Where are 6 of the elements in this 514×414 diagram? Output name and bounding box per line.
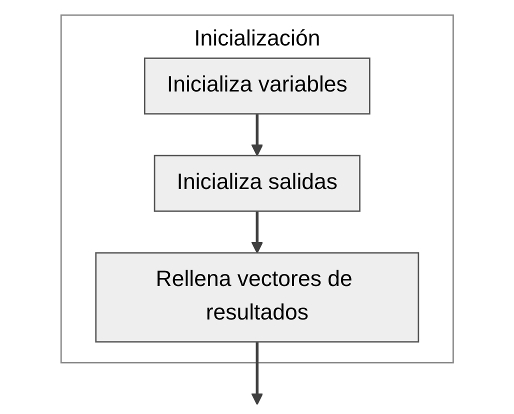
arrow [250,114,264,156]
node-box: Inicializa variables [144,58,370,115]
arrow [250,211,264,254]
arrow [250,342,264,405]
node-box: Rellena vectores de resultados [95,252,419,343]
node-box: Inicializa salidas [154,154,360,212]
